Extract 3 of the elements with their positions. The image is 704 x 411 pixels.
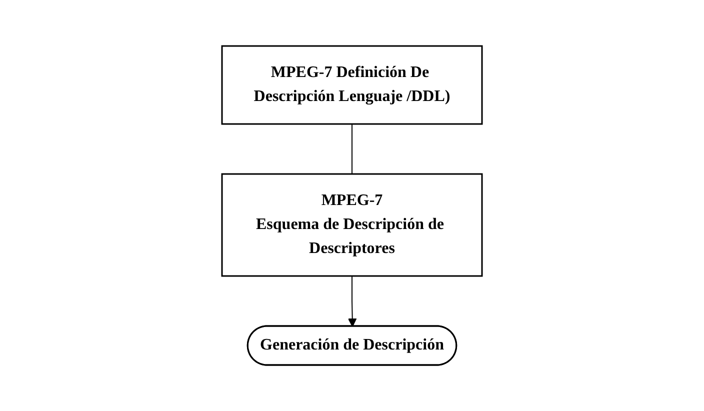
arrow <box>348 276 357 327</box>
node-box: MPEG-7 Esquema de Descripción de Descriptores <box>221 173 483 277</box>
node-box: MPEG-7 Definición De Descripción Lenguaje /DDL) <box>221 45 483 125</box>
